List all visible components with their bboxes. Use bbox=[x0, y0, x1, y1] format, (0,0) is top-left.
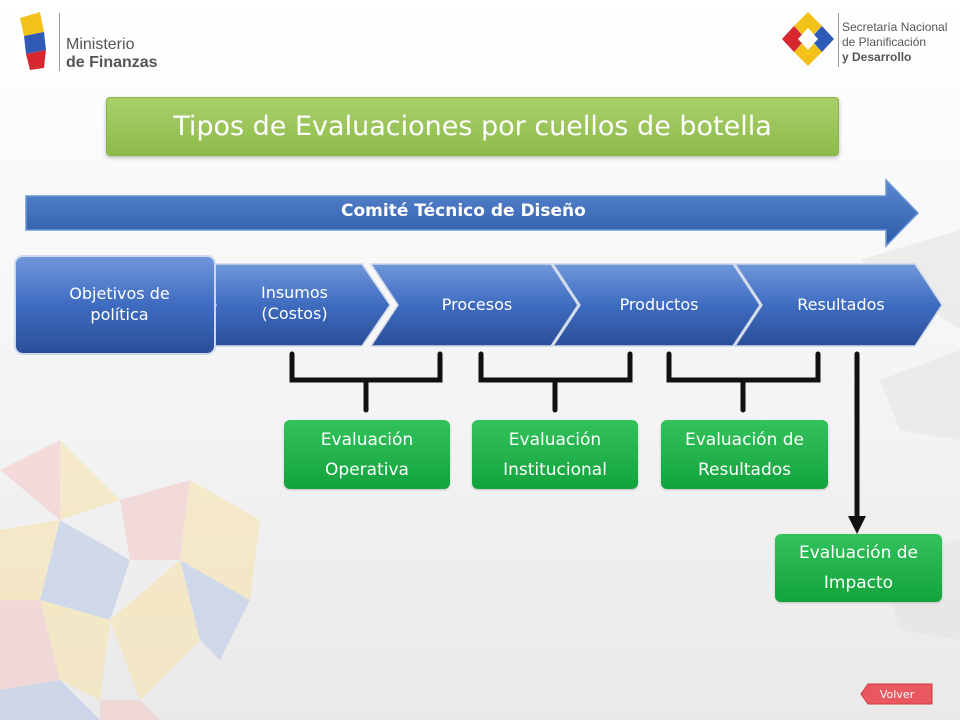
eval-institutional-box: Evaluación Institucional bbox=[472, 420, 638, 489]
box-objectives bbox=[14, 255, 216, 355]
brace-results bbox=[666, 351, 821, 413]
committee-arrow bbox=[25, 178, 920, 248]
chevron-products bbox=[551, 263, 761, 347]
chain-objectives-label: Objetivos de política bbox=[69, 284, 170, 324]
impact-arrow-head bbox=[848, 516, 866, 534]
chevron-processes bbox=[369, 263, 579, 347]
brace-institutional bbox=[478, 351, 633, 413]
logo-left-line2: de Finanzas bbox=[66, 54, 158, 71]
back-button[interactable]: Volver bbox=[879, 687, 915, 701]
brace-operative bbox=[289, 351, 443, 413]
ecuador-flag-icon bbox=[14, 10, 62, 72]
logo-right-line1: Secretaría Nacional bbox=[842, 20, 948, 34]
senplades-icon bbox=[782, 12, 834, 66]
eval-impact-box: Evaluación de Impacto bbox=[775, 534, 942, 602]
chain-inputs-label: Insumos (Costos) bbox=[260, 283, 329, 323]
senplades-logo: Secretaría Nacional de Planificación y D… bbox=[780, 10, 950, 70]
ministerio-finanzas-logo: Ministerio de Finanzas bbox=[14, 10, 164, 74]
slide-title: Tipos de Evaluaciones por cuellos de bot… bbox=[106, 97, 839, 156]
chain-products-label: Productos bbox=[619, 294, 699, 314]
chain-results-label: Resultados bbox=[797, 294, 885, 314]
committee-label: Comité Técnico de Diseño bbox=[341, 201, 586, 221]
logo-right-line2: de Planificación bbox=[842, 35, 927, 49]
chain-processes-label: Procesos bbox=[441, 294, 513, 314]
chevron-results bbox=[733, 263, 943, 347]
logo-left-line1: Ministerio bbox=[66, 36, 135, 53]
eval-operative-box: Evaluación Operativa bbox=[284, 420, 450, 489]
logo-right-line3: y Desarrollo bbox=[842, 50, 912, 64]
eval-results-box: Evaluación de Resultados bbox=[661, 420, 828, 489]
back-button-shape[interactable] bbox=[860, 683, 934, 705]
evaluation-connectors bbox=[289, 351, 866, 534]
results-chain bbox=[14, 255, 943, 355]
